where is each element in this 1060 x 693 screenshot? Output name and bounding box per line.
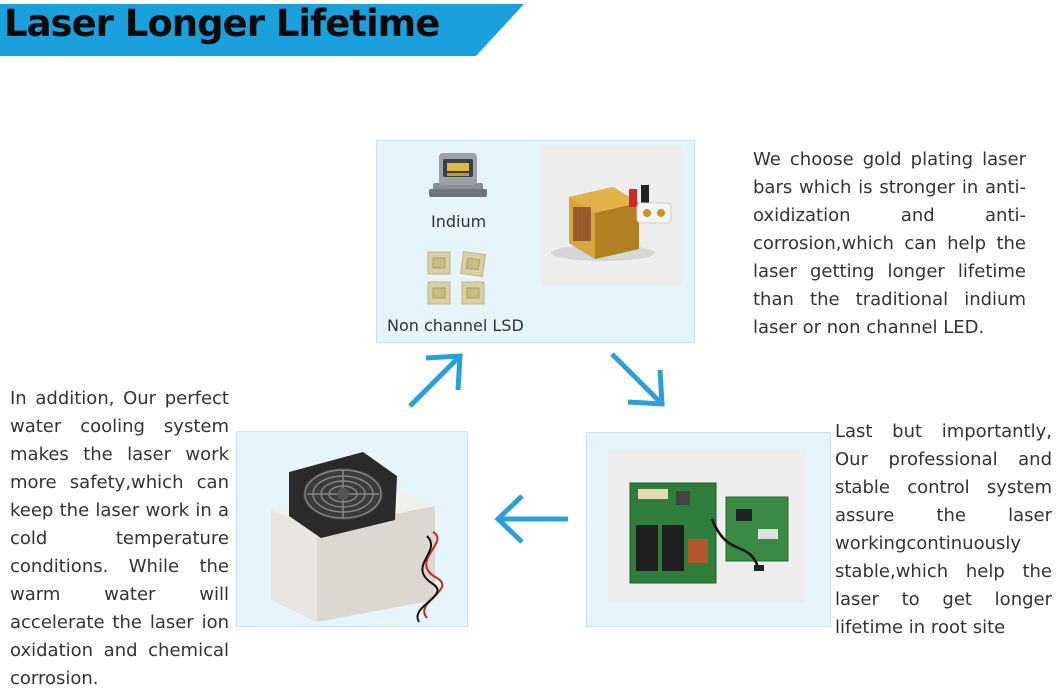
arrow-left-icon <box>494 494 568 544</box>
water-cooling-description: In addition, Our perfect water cooling s… <box>10 388 229 689</box>
indium-laser-module-image <box>429 153 487 197</box>
page-title: Laser Longer Lifetime <box>4 2 440 45</box>
indium-label: Indium <box>431 212 487 231</box>
gold-laser-bar-image <box>541 145 682 286</box>
control-system-panel <box>586 432 831 627</box>
banner-shape <box>0 4 524 56</box>
gold-laser-bar-photo <box>541 145 682 286</box>
arrow-up-right-icon <box>408 353 463 408</box>
control-system-description: Last but importantly, Our professional a… <box>835 421 1052 638</box>
control-board-image <box>608 449 806 603</box>
laser-bars-panel: Indium Non channel LSD <box>376 140 695 343</box>
water-cooling-unit-image <box>271 452 444 623</box>
lsd-chips-image <box>427 251 486 305</box>
gold-plating-description: We choose gold plating laser bars which … <box>753 149 1026 338</box>
water-cooling-panel <box>236 431 468 627</box>
header-banner: Laser Longer Lifetime <box>0 0 524 56</box>
arrow-down-right-icon <box>610 352 665 407</box>
non-channel-lsd-label: Non channel LSD <box>387 316 524 335</box>
control-board-photo <box>608 449 806 603</box>
